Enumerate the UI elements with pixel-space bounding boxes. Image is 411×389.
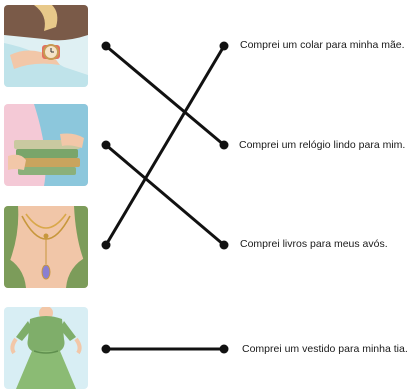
left-dot[interactable] <box>101 41 111 51</box>
connection-line <box>105 44 225 147</box>
right-dot[interactable] <box>219 140 229 150</box>
left-dot[interactable] <box>101 344 111 354</box>
right-dot[interactable] <box>219 240 229 250</box>
left-dot[interactable] <box>101 240 111 250</box>
left-dot[interactable] <box>101 140 111 150</box>
sentence-necklace: Comprei um colar para minha mãe. <box>240 39 405 51</box>
watch-image <box>4 5 88 87</box>
necklace-image <box>4 206 88 288</box>
books-image <box>4 104 88 186</box>
dress-image <box>4 307 88 389</box>
sentence-books: Comprei livros para meus avós. <box>240 238 388 250</box>
connection-line <box>105 143 225 247</box>
right-dot[interactable] <box>219 344 229 354</box>
sentence-watch: Comprei um relógio lindo para mim. <box>239 139 406 151</box>
connection-line <box>104 45 226 246</box>
sentence-dress: Comprei um vestido para minha tia. <box>242 343 408 355</box>
right-dot[interactable] <box>219 41 229 51</box>
